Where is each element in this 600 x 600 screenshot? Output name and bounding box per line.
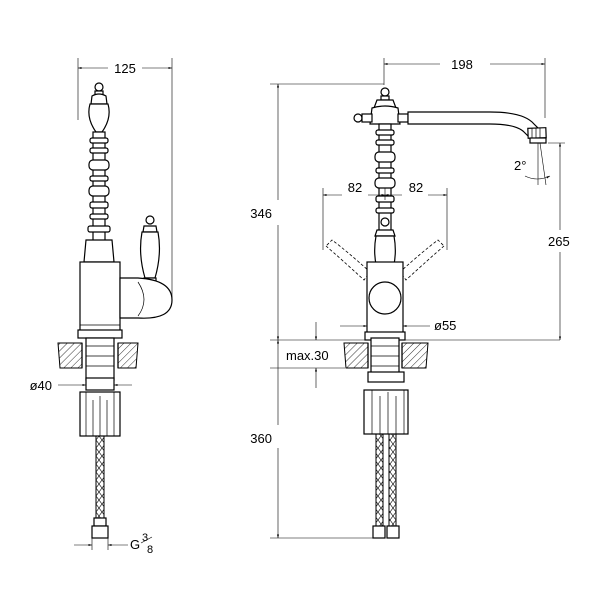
side-top-finial	[88, 82, 110, 133]
front-view: 198 346	[250, 57, 570, 539]
side-column	[83, 131, 115, 263]
dimension-265: 265	[548, 142, 570, 340]
dim-label-handle-left: 82	[348, 180, 362, 195]
dimension-o40: ø40	[30, 378, 132, 393]
dim-label-thread-g: G	[130, 537, 140, 552]
dim-label-base-diameter: ø55	[434, 318, 456, 333]
dimension-360: 360	[250, 340, 373, 539]
dim-label-below-counter: 360	[250, 431, 272, 446]
side-view: 125	[30, 58, 173, 556]
dim-label-total-height: 346	[250, 206, 272, 221]
dim-label-max-thickness: max.30	[286, 348, 329, 363]
dimension-o55: ø55	[340, 318, 456, 333]
front-body	[364, 261, 406, 341]
dim-label-side-width: 125	[114, 61, 136, 76]
dimension-angle: 2°	[514, 142, 551, 186]
dim-label-spout-angle: 2°	[514, 158, 526, 173]
dimension-346: 346	[250, 83, 560, 341]
side-counter-section	[57, 337, 139, 381]
dim-label-spout-height: 265	[548, 234, 570, 249]
front-spout	[407, 111, 547, 144]
dimension-82-82: 82 82	[322, 180, 448, 250]
dim-label-handle-right: 82	[409, 180, 423, 195]
front-lever-ghost-left	[325, 239, 371, 281]
dimension-max30: max.30	[270, 322, 345, 388]
dimension-198: 198	[383, 57, 546, 118]
dim-label-hole-diameter: ø40	[30, 378, 52, 393]
dimension-125: 125	[77, 58, 173, 300]
side-fixing-nut	[79, 377, 121, 437]
front-top-finial	[353, 87, 409, 125]
front-flexible-hoses	[372, 433, 400, 539]
dim-label-front-reach: 198	[451, 57, 473, 72]
dim-label-thread-den: 8	[147, 544, 153, 556]
side-body	[77, 261, 173, 339]
dim-label-thread-num: 3	[142, 532, 148, 544]
front-lever-ghost-right	[399, 239, 445, 281]
front-fixing-nut	[363, 371, 409, 435]
side-flexible-hose	[91, 435, 109, 539]
dimension-thread: G 3 8	[74, 532, 153, 556]
side-lever-handle	[139, 215, 161, 283]
